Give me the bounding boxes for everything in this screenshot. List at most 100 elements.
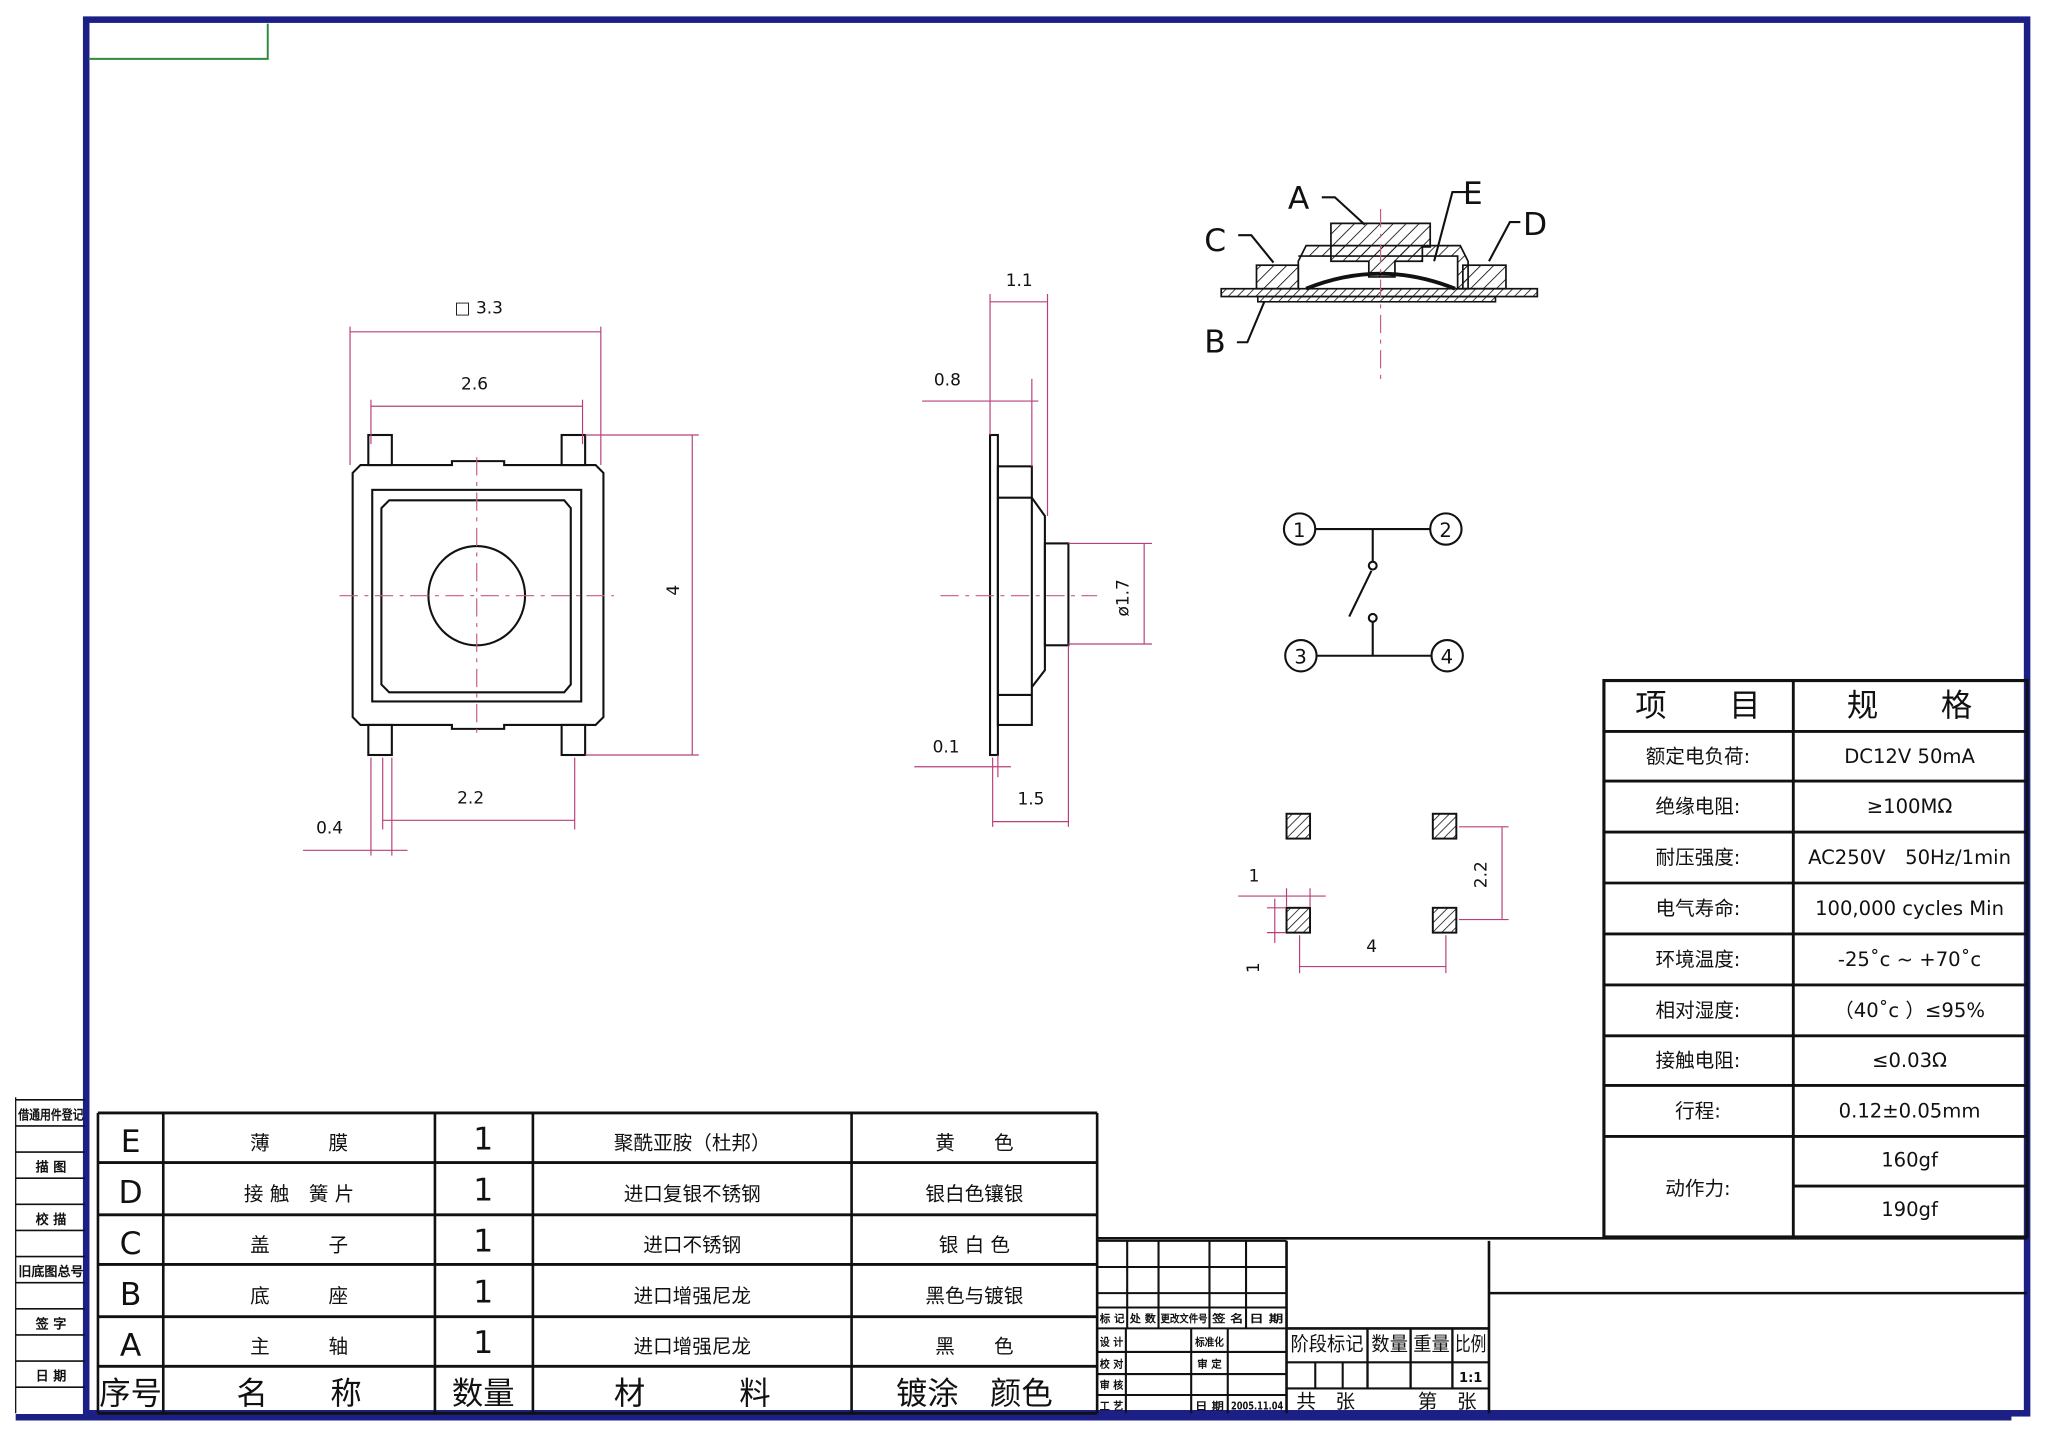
bom-cell: 黑 色: [935, 1335, 1013, 1358]
spec-row-value: DC12V 50mA: [1844, 745, 1975, 768]
dim-pin-width-label: 0.4: [316, 818, 343, 838]
section-label-b: B: [1204, 325, 1226, 361]
pin-3-label: 3: [1294, 646, 1306, 669]
sidebar-label-2: 校 描: [36, 1212, 67, 1228]
spec-row-value: 0.12±0.05mm: [1839, 1099, 1981, 1122]
spec-row-label: 行程:: [1675, 1099, 1721, 1122]
sidebar-label-5: 日 期: [36, 1370, 67, 1385]
dim-overall-label: □ 3.3: [455, 299, 503, 319]
bom-item-id: E: [121, 1124, 141, 1160]
dim-pad-h-label: 1: [1244, 962, 1264, 973]
bom-header: 名 称: [236, 1376, 361, 1412]
bom-cell: 进口增强尼龙: [634, 1335, 751, 1358]
spec-row-label: 额定电负荷:: [1646, 745, 1751, 768]
bom-cell: 进口复银不锈钢: [624, 1182, 761, 1205]
switch-schematic: 1 2 3 4: [1282, 512, 1464, 673]
bom-item-id: C: [120, 1226, 142, 1262]
change-header-2: 更改文件号: [1160, 1312, 1207, 1325]
bom-cell: 进口增强尼龙: [634, 1284, 751, 1307]
role-label-1: 校 对: [1100, 1358, 1124, 1371]
sidebar-label-3: 旧底图总号: [18, 1264, 83, 1280]
scale-header: 比例: [1455, 1333, 1486, 1356]
spec-row-label: 耐压强度:: [1655, 846, 1740, 869]
dim-total-label: 1.1: [1006, 271, 1033, 291]
sheets-total: 共 张: [1296, 1390, 1355, 1413]
bom-cell: 底 座: [250, 1284, 348, 1307]
spec-force-value: 160gf: [1881, 1148, 1939, 1171]
sheet-number: 第 张: [1418, 1390, 1477, 1413]
spec-row-value: （40˚c ）≤95%: [1834, 999, 1985, 1022]
spec-header-item: 项 目: [1635, 688, 1760, 724]
spec-row-label: 绝缘电阻:: [1655, 795, 1740, 818]
spec-row-label: 环境温度:: [1655, 948, 1740, 971]
stage-header: 阶段标记: [1290, 1333, 1363, 1356]
dim-pin-pitch-label: 2.2: [457, 788, 484, 808]
pcb-footprint: 2.2 4 1 1: [1238, 812, 1509, 974]
bom-cell: 1: [473, 1172, 493, 1208]
dim-pad-w-label: 1: [1249, 867, 1260, 887]
bom-cell: 主 轴: [250, 1335, 348, 1358]
spec-row-label: 相对湿度:: [1655, 999, 1740, 1022]
dim-pitch-y-label: 2.2: [1471, 861, 1491, 888]
section-label-c: C: [1204, 223, 1226, 259]
bom-cell: 1: [473, 1325, 493, 1361]
role2-label-1: 审 定: [1197, 1358, 1222, 1371]
change-header-3: 签 名: [1211, 1312, 1244, 1325]
spec-header-spec: 规 格: [1847, 688, 1972, 724]
bom-header: 序号: [99, 1376, 162, 1412]
pin-1-label: 1: [1293, 519, 1305, 542]
role-label-0: 设 计: [1100, 1335, 1124, 1348]
bom-cell: 盖 子: [250, 1233, 348, 1256]
section-label-d: D: [1523, 207, 1547, 243]
bom-cell: 银 白 色: [939, 1233, 1010, 1256]
bom-cell: 接 触 簧 片: [244, 1182, 354, 1205]
scale-value: 1:1: [1459, 1371, 1482, 1386]
spec-row-value: ≤0.03Ω: [1872, 1049, 1947, 1072]
section-label-a: A: [1288, 181, 1310, 217]
side-view: 1.1 0.8 0.1 1.5 ø1.7: [914, 271, 1152, 827]
sidebar-label-0: 借通用件登记: [17, 1107, 83, 1123]
pin-2-label: 2: [1439, 519, 1451, 542]
change-header-0: 标 记: [1099, 1312, 1125, 1325]
spec-force-value: 190gf: [1881, 1198, 1939, 1221]
spec-force-label: 动作力:: [1665, 1177, 1730, 1200]
role-label-3: 工 艺: [1100, 1399, 1124, 1412]
bom-cell: 薄 膜: [250, 1131, 348, 1154]
spec-row-value: ≥100MΩ: [1867, 795, 1953, 818]
spec-row-label: 接触电阻:: [1655, 1049, 1740, 1072]
drawing-date: 2005.11.04: [1231, 1400, 1283, 1412]
bom-cell: 聚酰亚胺（杜邦）: [614, 1131, 771, 1154]
weight-header: 重量: [1413, 1333, 1450, 1356]
dim-pitch-x-label: 4: [1366, 937, 1377, 957]
spec-row-value: -25˚c ~ +70˚c: [1838, 948, 1981, 971]
dim-body-label: 0.8: [934, 370, 961, 390]
bom-cell: 1: [473, 1121, 493, 1157]
dim-depth-label: 1.5: [1017, 790, 1044, 810]
bom-cell: 黑色与镀银: [925, 1284, 1023, 1307]
quantity-header: 数量: [1371, 1333, 1408, 1356]
bom-cell: 1: [473, 1223, 493, 1259]
bom-cell: 银白色镶银: [925, 1182, 1023, 1205]
bom-header: 数量: [452, 1376, 515, 1412]
dim-inner-label: 2.6: [461, 374, 488, 394]
sidebar-label-1: 描 图: [36, 1160, 67, 1176]
corner-mark: [88, 23, 269, 60]
section-view: A B C D E: [1204, 176, 1547, 386]
sidebar-label-4: 签 字: [35, 1316, 67, 1332]
role-label-2: 审 核: [1100, 1378, 1124, 1391]
bom-cell: 1: [473, 1274, 493, 1310]
bom-cell: 黄 色: [935, 1131, 1013, 1154]
pin-4-label: 4: [1441, 646, 1453, 669]
change-header-4: 日 期: [1249, 1312, 1283, 1325]
bom-header: 镀涂 颜色: [896, 1376, 1053, 1412]
dim-height-label: 4: [664, 585, 684, 596]
spec-row-value: AC250V 50Hz/1min: [1808, 846, 2011, 869]
dim-pin-label: 0.1: [933, 737, 960, 757]
bom-item-id: A: [120, 1328, 142, 1364]
bom-header: 材 料: [614, 1376, 771, 1412]
role2-label-0: 标准化: [1194, 1335, 1224, 1348]
spec-row-value: 100,000 cycles Min: [1815, 897, 2004, 920]
top-view: □ 3.3 2.6 4 2.2 0.4: [303, 299, 699, 856]
